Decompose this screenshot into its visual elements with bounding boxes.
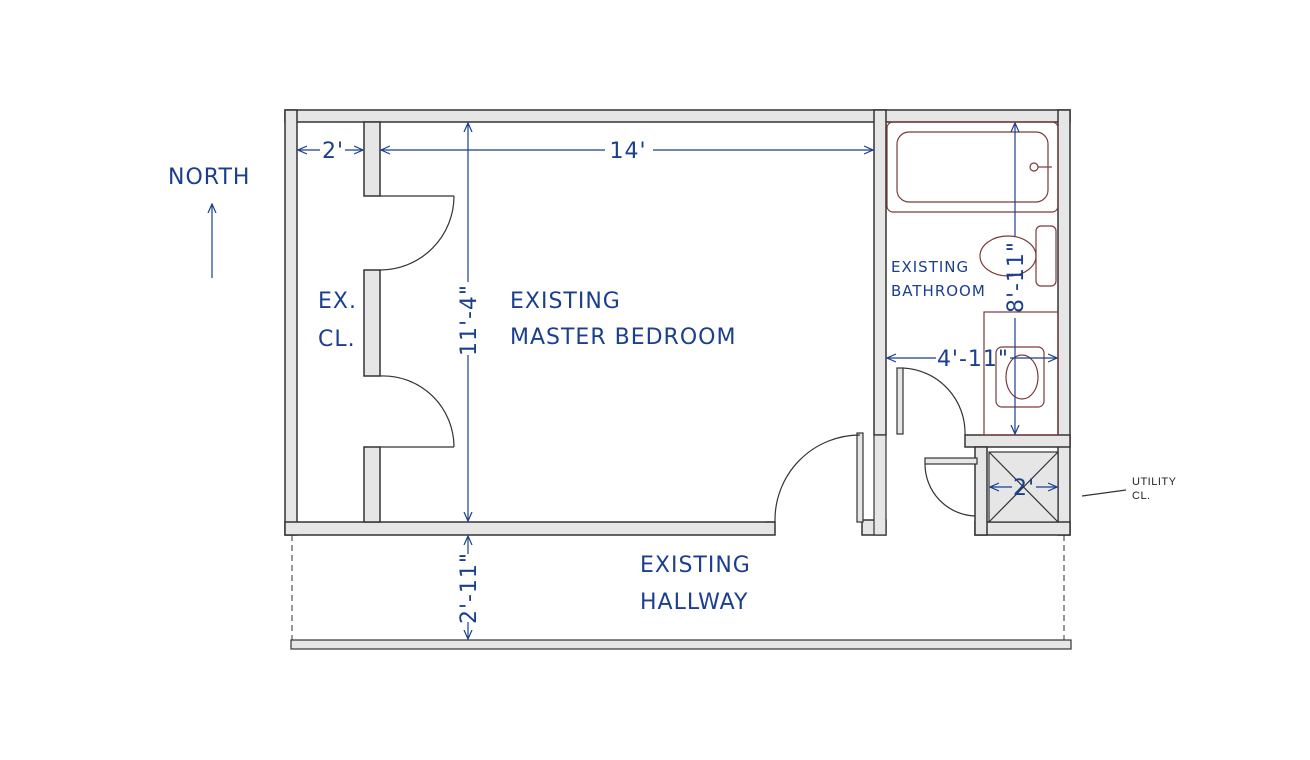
closet-wall-segment-3 [363,446,381,523]
north-wall [284,109,1071,123]
dim-utility-width: 2' [1013,476,1035,501]
toilet [979,225,1057,287]
dim-closet-width: 2' [322,139,344,164]
hallway-ends [290,535,1072,650]
bath-partition-lower [873,434,887,536]
bedroom-label-line1: EXISTING [510,289,621,314]
closet-doors [379,195,455,448]
utility-west-wall [974,446,988,536]
west-wall [284,109,298,536]
closet-label-line2: CL. [318,327,356,352]
south-wall-bedroom [284,521,776,536]
outer-walls [284,109,1071,536]
utility-label-line2: CL. [1132,490,1151,502]
bedroom-door [765,432,864,523]
bedroom-label-line2: MASTER BEDROOM [510,325,736,350]
bathroom-door [896,367,966,436]
utility-leader-icon [1081,489,1127,497]
vanity [983,311,1059,436]
hallway-label-line2: HALLWAY [640,590,748,615]
dim-bath-length: 8'-11" [1004,241,1029,313]
dimension-lines [298,123,1057,639]
dim-bedroom-width: 14' [609,139,646,164]
dim-bedroom-depth: 11'-4" [457,284,482,356]
bath-partition-wall [873,109,887,436]
north-label: NORTH [168,165,250,190]
closet-label-line1: EX. [318,289,357,314]
bathtub [886,121,1059,213]
bath-lower-wall [964,434,1071,448]
hallway-label-line1: EXISTING [640,553,751,578]
utility-label-line1: UTILITY [1132,476,1177,488]
bathroom-label-line1: EXISTING [891,258,969,276]
south-wall-utility [974,521,1071,536]
utility-door [924,457,978,517]
closet-wall-segment-1 [363,121,381,197]
east-wall [1057,109,1071,536]
bathroom-label-line2: BATHROOM [891,282,986,300]
dim-hallway-width: 2'-11" [457,552,482,624]
closet-partition [363,121,381,523]
closet-wall-segment-2 [363,269,381,377]
dim-bath-width: 4'-11" [937,347,1009,372]
